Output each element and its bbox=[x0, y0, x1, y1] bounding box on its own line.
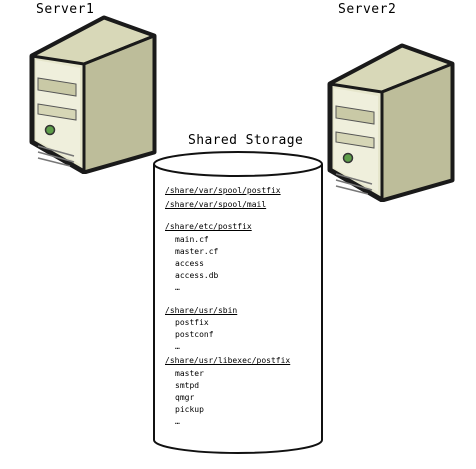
storage-cylinder-icon bbox=[153, 151, 323, 454]
storage-path-list: /share/var/spool/postfix /share/var/spoo… bbox=[165, 185, 315, 439]
path-label: /share/etc/postfix bbox=[165, 222, 252, 232]
file-item: main.cf bbox=[175, 234, 209, 244]
storage-title: Shared Storage bbox=[188, 133, 304, 148]
server-tower-icon bbox=[29, 15, 157, 174]
path-label: /share/var/spool/mail bbox=[165, 200, 267, 210]
file-item: postconf bbox=[175, 330, 214, 340]
file-item: master.cf bbox=[175, 246, 219, 256]
file-item: access.db bbox=[175, 271, 219, 281]
file-item: access bbox=[175, 259, 204, 269]
path-label: /share/usr/sbin bbox=[165, 305, 238, 315]
file-item: master bbox=[175, 368, 204, 378]
file-item: … bbox=[175, 417, 180, 427]
file-item: … bbox=[175, 283, 180, 293]
server1-label: Server1 bbox=[36, 2, 95, 17]
path-group: /share/etc/postfix main.cf master.cf acc… bbox=[165, 221, 315, 294]
server2-label: Server2 bbox=[338, 2, 397, 17]
file-item: smtpd bbox=[175, 380, 200, 390]
file-item: qmgr bbox=[175, 393, 195, 403]
file-item: … bbox=[175, 342, 180, 352]
file-item: pickup bbox=[175, 405, 204, 415]
server-tower-icon bbox=[327, 43, 455, 202]
path-label: /share/var/spool/postfix bbox=[165, 186, 281, 195]
path-group: /share/usr/sbin postfix postconf … bbox=[165, 305, 315, 354]
path-group: /share/usr/libexec/postfix master smtpd … bbox=[165, 355, 315, 428]
file-item: postfix bbox=[175, 317, 209, 327]
path-group: /share/var/spool/mail bbox=[165, 199, 315, 211]
path-group: /share/var/spool/postfix bbox=[165, 185, 315, 197]
path-label: /share/usr/libexec/postfix bbox=[165, 356, 291, 366]
